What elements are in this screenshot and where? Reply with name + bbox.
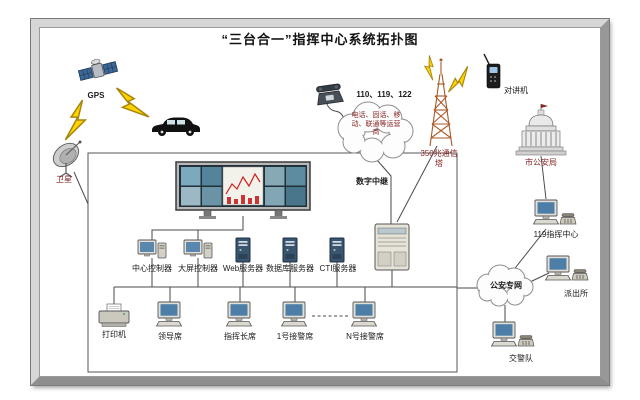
radio-tower-icon [429,58,453,147]
screen-controller-label: 大屏控制器 [178,264,218,273]
police-station-label: 派出所 [564,289,588,298]
traffic-police-icon [492,322,535,346]
hotline-phone-icon [316,83,344,106]
traffic-police-label: 交警队 [509,354,533,363]
lightning-gps-satellite-icon [64,99,87,141]
satellite-label: 卫星 [56,175,72,184]
commander-seat-label: 指挥长席 [224,332,256,341]
walkie-talkie-icon [483,53,501,89]
seat-n-icon [351,301,377,327]
bureau-building-icon [515,104,567,156]
gps-satellite-icon [77,59,119,81]
cti-server-label: CTI服务器 [319,264,357,273]
center-controller-icon [137,239,167,259]
printer-icon [98,303,130,327]
connection-lines [73,101,550,322]
command-center-box [87,152,458,373]
lightning-gps-car-icon [113,79,150,127]
police-station-icon [546,256,589,280]
seat-n-label: N号接警席 [346,332,384,341]
page-title: “三台合一”指挥中心系统拓扑图 [221,32,419,47]
lightning-tower-top-icon [421,54,440,81]
core-cabinet-icon [374,223,410,271]
web-server-label: Web服务器 [222,264,264,273]
telecom-cloud-label: 电话、固话、移动、联通等运营商 [351,112,401,136]
police-network-label: 公安专网 [490,281,522,290]
police-network-cloud-icon [476,264,534,307]
lightning-tower-walkie-icon [441,65,476,95]
center-controller-label: 中心控制器 [132,264,172,273]
car-icon [152,117,200,136]
satellite-dish-icon [52,140,82,178]
city-bureau-label: 市公安局 [525,158,557,167]
fire-center-label: 119指挥中心 [533,230,579,239]
cti-server-icon [329,237,345,263]
seat-1-icon [281,301,307,327]
seat-1-label: 1号接警席 [276,332,314,341]
window-frame [31,19,609,385]
telecom-cloud-icon [337,101,414,163]
walkie-talkie-label: 对讲机 [504,86,528,95]
hotlines-label: 110、119、122 [356,90,412,99]
leader-seat-label: 领导席 [158,332,182,341]
gps-label: GPS [87,91,105,100]
radio-tower-label: 350兆通信塔 [420,149,458,168]
commander-seat-icon [226,301,252,327]
video-wall-icon [175,161,311,219]
leader-seat-icon [156,301,182,327]
digital-trunk-label: 数字中继 [356,177,388,186]
web-server-icon [235,237,251,263]
printer-label: 打印机 [102,330,126,339]
database-server-icon [282,237,298,263]
fire-center-icon [534,200,577,224]
database-server-label: 数据库服务器 [266,264,314,273]
screen-controller-icon [183,239,213,259]
